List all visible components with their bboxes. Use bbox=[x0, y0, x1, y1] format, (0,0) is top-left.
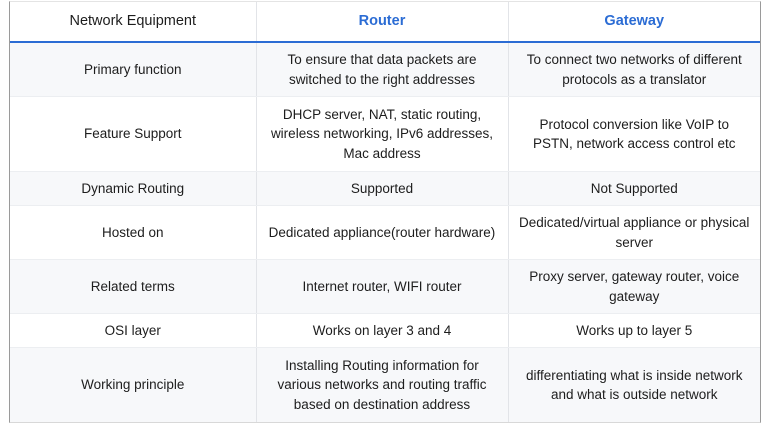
table-row: Dynamic Routing Supported Not Supported bbox=[10, 171, 760, 206]
cell-router-hosted-on: Dedicated appliance(router hardware) bbox=[255, 205, 508, 261]
cell-router-primary-function: To ensure that data packets are switched… bbox=[255, 42, 508, 98]
table-row: Working principle Installing Routing inf… bbox=[10, 347, 760, 422]
header-row: Network Equipment Router Gateway bbox=[10, 2, 760, 44]
table-header: Network Equipment Router Gateway bbox=[10, 2, 760, 44]
cell-gateway-hosted-on: Dedicated/virtual appliance or physical … bbox=[507, 205, 760, 261]
row-label-primary-function: Primary function bbox=[10, 42, 256, 98]
row-label-related-terms: Related terms bbox=[10, 259, 256, 315]
cell-gateway-primary-function: To connect two networks of different pro… bbox=[507, 42, 760, 98]
row-label-feature-support: Feature Support bbox=[10, 96, 256, 172]
table-row: Related terms Internet router, WIFI rout… bbox=[10, 259, 760, 315]
table-row: OSI layer Works on layer 3 and 4 Works u… bbox=[10, 313, 760, 349]
comparison-table-container: Network Equipment Router Gateway Primary… bbox=[9, 1, 761, 423]
cell-gateway-dynamic-routing: Not Supported bbox=[507, 171, 760, 206]
cell-gateway-related-terms: Proxy server, gateway router, voice gate… bbox=[507, 259, 760, 315]
row-label-osi-layer: OSI layer bbox=[10, 313, 256, 349]
column-header-network-equipment: Network Equipment bbox=[10, 2, 256, 44]
table-row: Feature Support DHCP server, NAT, static… bbox=[10, 96, 760, 172]
cell-router-dynamic-routing: Supported bbox=[255, 171, 508, 206]
table-row: Primary function To ensure that data pac… bbox=[10, 42, 760, 98]
table-body: Primary function To ensure that data pac… bbox=[10, 42, 760, 422]
cell-router-osi-layer: Works on layer 3 and 4 bbox=[255, 313, 508, 349]
column-header-gateway: Gateway bbox=[507, 2, 760, 44]
cell-router-feature-support: DHCP server, NAT, static routing, wirele… bbox=[255, 96, 508, 172]
row-label-working-principle: Working principle bbox=[10, 347, 256, 422]
cell-gateway-osi-layer: Works up to layer 5 bbox=[507, 313, 760, 349]
cell-gateway-working-principle: differentiating what is inside network a… bbox=[507, 347, 760, 422]
column-header-router: Router bbox=[255, 2, 508, 44]
cell-gateway-feature-support: Protocol conversion like VoIP to PSTN, n… bbox=[507, 96, 760, 172]
table-row: Hosted on Dedicated appliance(router har… bbox=[10, 205, 760, 261]
comparison-table: Network Equipment Router Gateway Primary… bbox=[10, 2, 760, 422]
cell-router-working-principle: Installing Routing information for vario… bbox=[255, 347, 508, 422]
cell-router-related-terms: Internet router, WIFI router bbox=[255, 259, 508, 315]
row-label-hosted-on: Hosted on bbox=[10, 205, 256, 261]
row-label-dynamic-routing: Dynamic Routing bbox=[10, 171, 256, 206]
